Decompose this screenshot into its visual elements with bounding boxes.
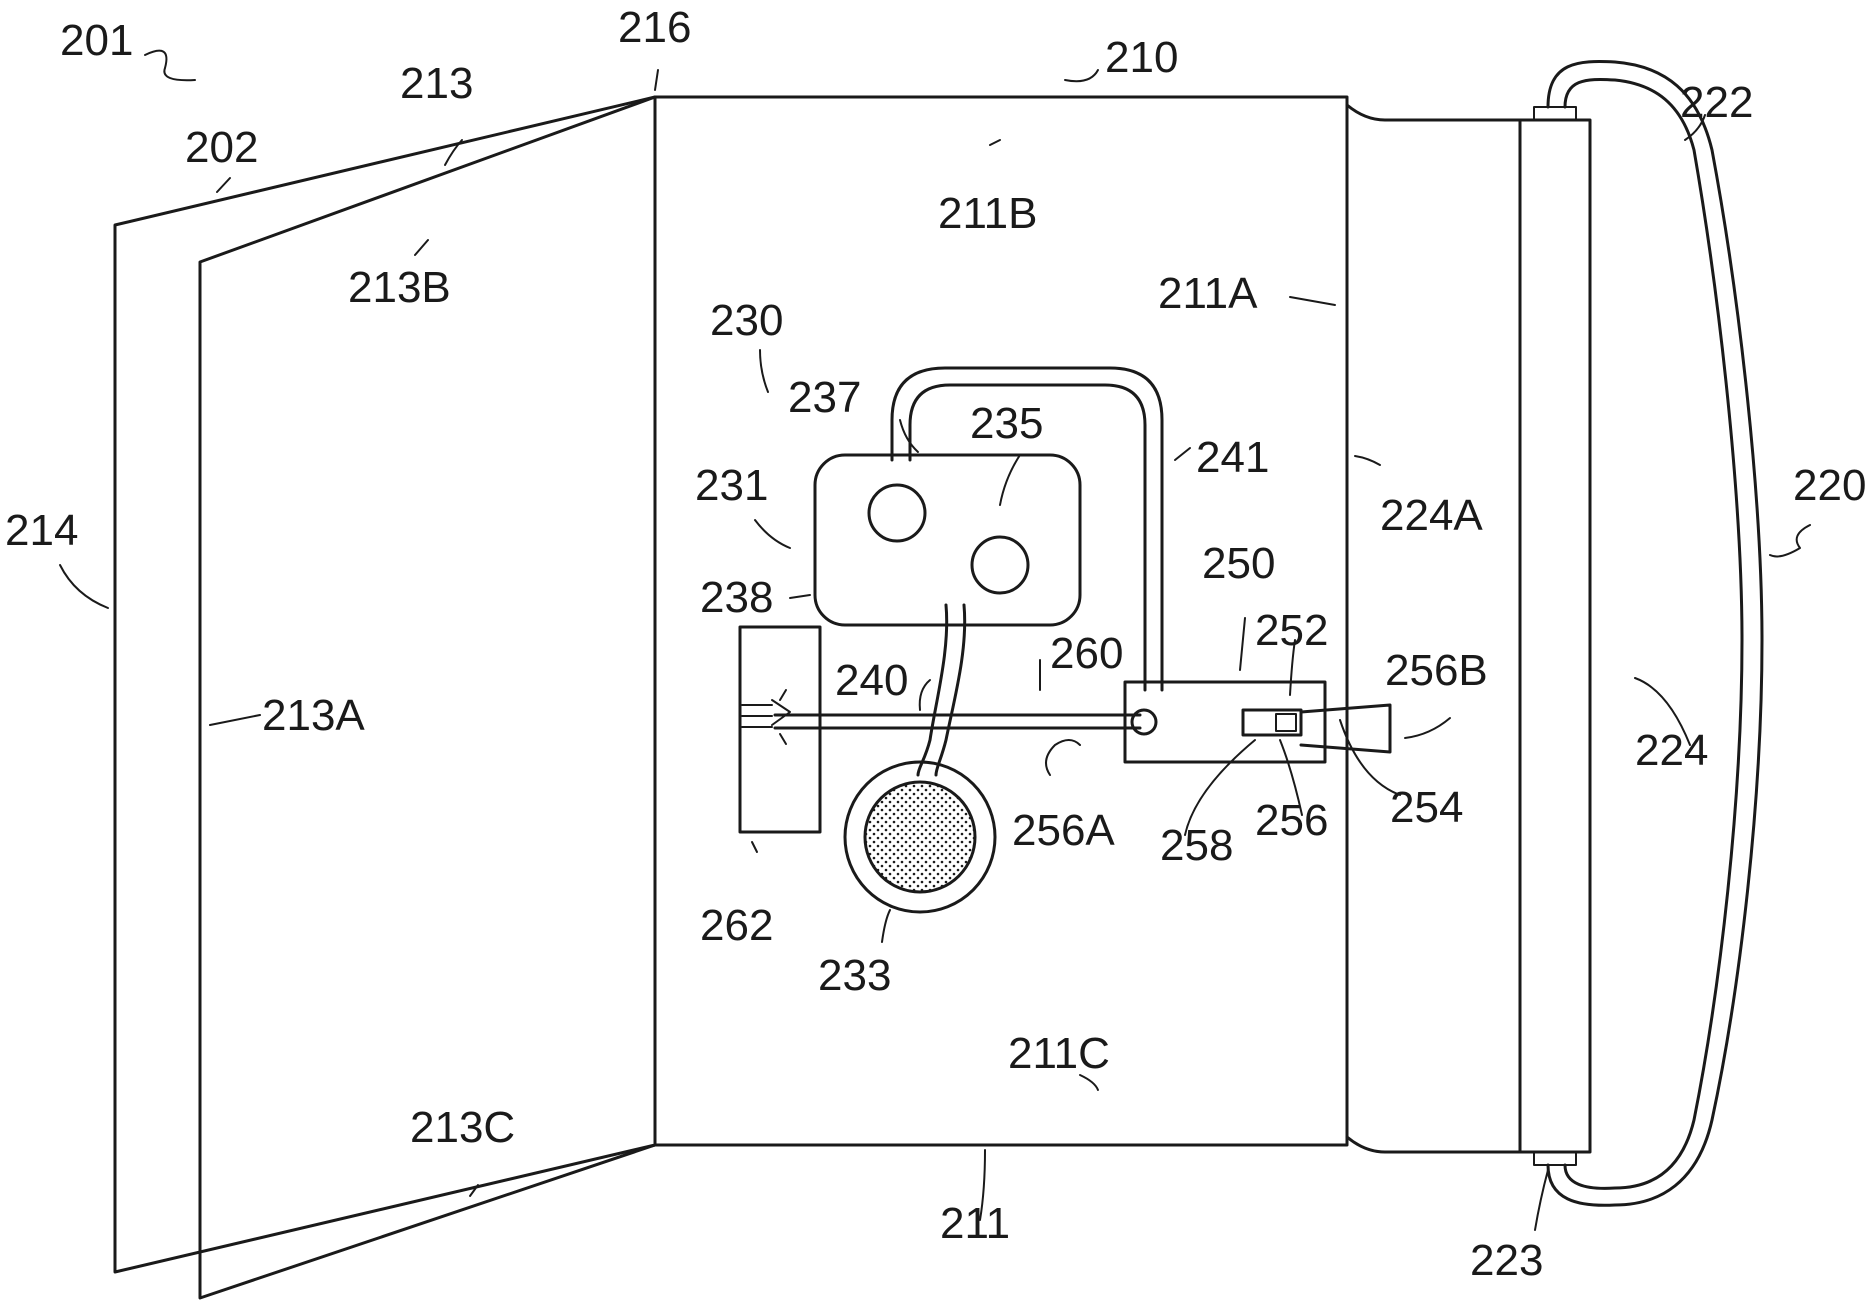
control-module — [815, 455, 1080, 625]
label-213C: 213C — [410, 1103, 515, 1152]
label-254: 254 — [1390, 783, 1463, 832]
label-262: 262 — [700, 901, 773, 950]
label-201: 201 — [60, 16, 133, 65]
label-211: 211 — [940, 1199, 1010, 1248]
handle — [1548, 62, 1762, 1206]
label-250: 250 — [1202, 539, 1275, 588]
label-238: 238 — [700, 573, 773, 622]
component-237 — [869, 485, 925, 541]
assembly-250 — [1125, 682, 1390, 762]
label-241: 241 — [1196, 433, 1269, 482]
label-224A: 224A — [1380, 491, 1483, 540]
label-258: 258 — [1160, 821, 1233, 870]
label-213: 213 — [400, 59, 473, 108]
end-cap-bar — [1520, 107, 1590, 1165]
housing-neck — [1347, 105, 1520, 1152]
label-260: 260 — [1050, 629, 1123, 678]
label-231: 231 — [695, 461, 768, 510]
label-252: 252 — [1255, 606, 1328, 655]
label-202: 202 — [185, 123, 258, 172]
tube-240 — [918, 605, 965, 775]
label-256B: 256B — [1385, 646, 1488, 695]
label-256A: 256A — [1012, 806, 1115, 855]
label-222: 222 — [1680, 78, 1753, 127]
reference-labels: 201 202 213 216 210 213B 211B 222 230 21… — [5, 3, 1866, 1285]
label-230: 230 — [710, 296, 783, 345]
label-235: 235 — [970, 399, 1043, 448]
label-211B: 211B — [938, 189, 1038, 238]
canister-233 — [845, 762, 995, 912]
rod-260 — [775, 715, 1140, 728]
label-213B: 213B — [348, 263, 451, 312]
label-233: 233 — [818, 951, 891, 1000]
label-240: 240 — [835, 656, 908, 705]
label-220: 220 — [1793, 461, 1866, 510]
label-223: 223 — [1470, 1236, 1543, 1285]
label-224: 224 — [1635, 726, 1708, 775]
label-213A: 213A — [262, 691, 365, 740]
leader-lines — [60, 51, 1810, 1230]
label-214: 214 — [5, 506, 78, 555]
label-211A: 211A — [1158, 269, 1258, 318]
label-211C: 211C — [1008, 1029, 1110, 1078]
label-216: 216 — [618, 3, 691, 52]
label-237: 237 — [788, 373, 861, 422]
label-256: 256 — [1255, 796, 1328, 845]
component-235 — [972, 537, 1028, 593]
label-210: 210 — [1105, 33, 1178, 82]
